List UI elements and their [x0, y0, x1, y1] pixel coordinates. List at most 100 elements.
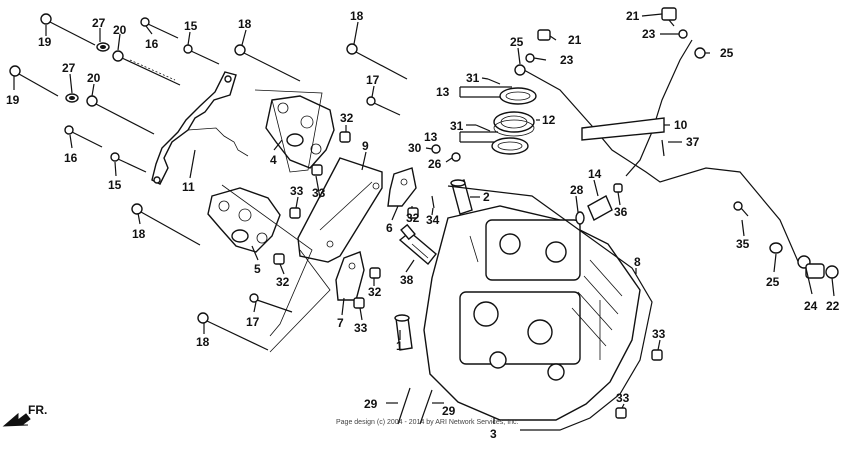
- callout-31-lower: 31: [450, 119, 464, 133]
- spark-plug-38[interactable]: [398, 223, 437, 266]
- callout-33-e: 33: [616, 391, 630, 405]
- holder-6[interactable]: [387, 167, 417, 207]
- bolt-16-lower[interactable]: [64, 125, 103, 148]
- valve-guide-2[interactable]: [450, 179, 473, 215]
- callout-35: 35: [736, 237, 750, 251]
- bolt-19-lower[interactable]: [9, 65, 59, 97]
- bolt-18-left[interactable]: [131, 203, 201, 246]
- callout-32-c: 32: [368, 285, 382, 299]
- bolt-21-upper[interactable]: [537, 29, 551, 41]
- dowel-pin-33-c[interactable]: [353, 297, 365, 309]
- dowel-pin-32-d[interactable]: [407, 207, 419, 219]
- washer-25-a[interactable]: [694, 47, 706, 59]
- callout-32-a: 32: [340, 111, 354, 125]
- dowel-pin-33-e[interactable]: [615, 407, 627, 419]
- bolt-21-top[interactable]: [661, 7, 677, 27]
- bolt-15-lower[interactable]: [110, 152, 147, 173]
- dowel-pin-33-b[interactable]: [289, 207, 301, 219]
- stud-bolt-29-a[interactable]: [397, 387, 411, 425]
- callout-19-lower: 19: [6, 93, 20, 107]
- washer-27-lower[interactable]: [65, 93, 79, 103]
- callout-27-lower: 27: [62, 61, 76, 75]
- callout-2: 2: [483, 190, 490, 204]
- dowel-pin-32-c[interactable]: [369, 267, 381, 279]
- dowel-pin-32-a[interactable]: [339, 131, 351, 143]
- callout-38: 38: [400, 273, 414, 287]
- washer-25-b[interactable]: [514, 64, 526, 76]
- callout-30: 30: [408, 141, 422, 155]
- bolt-37[interactable]: [661, 139, 665, 157]
- callout-28: 28: [570, 183, 584, 197]
- bolt-16-upper[interactable]: [140, 17, 179, 39]
- dowel-pin-33-a[interactable]: [311, 164, 323, 176]
- bolt-18-upper[interactable]: [234, 44, 301, 82]
- washer-23-b[interactable]: [525, 53, 535, 63]
- stud-bolt-29-b[interactable]: [419, 389, 433, 425]
- oil-pipe-10[interactable]: [523, 39, 817, 273]
- clamp-13-lower[interactable]: [491, 137, 529, 155]
- dowel-pin-32-b[interactable]: [273, 253, 285, 265]
- bolt-31-upper[interactable]: [487, 78, 501, 85]
- bolt-17-upper[interactable]: [366, 96, 401, 116]
- callout-21-top: 21: [626, 9, 640, 23]
- callout-31-upper: 31: [466, 71, 480, 85]
- washer-27-upper[interactable]: [96, 42, 110, 52]
- bolt-15-upper[interactable]: [183, 44, 220, 65]
- callout-29-b: 29: [442, 404, 456, 418]
- gasket-8[interactable]: [447, 185, 653, 431]
- callout-6: 6: [386, 221, 393, 235]
- bolt-36[interactable]: [613, 183, 623, 193]
- bolt-35[interactable]: [733, 201, 749, 217]
- bolt-20-upper[interactable]: [112, 50, 181, 86]
- callout-20-upper: 20: [113, 23, 127, 37]
- pin-34[interactable]: [431, 195, 435, 209]
- bolt-31-lower[interactable]: [475, 124, 491, 132]
- callout-23-top: 23: [642, 27, 656, 41]
- callout-15-lower: 15: [108, 178, 122, 192]
- washer-26[interactable]: [451, 152, 461, 162]
- rocker-holder-5[interactable]: [207, 187, 281, 253]
- callout-32-b: 32: [276, 275, 290, 289]
- o-ring-28[interactable]: [575, 211, 585, 225]
- callout-11: 11: [182, 180, 195, 194]
- dowel-pin-33-d[interactable]: [651, 349, 663, 361]
- cylinder-head-3[interactable]: [423, 205, 641, 421]
- callout-13-upper: 13: [436, 85, 450, 99]
- leader-lines: [13, 13, 835, 424]
- footer-copyright: Page design (c) 2004 - 2014 by ARI Netwo…: [336, 419, 519, 426]
- callout-21-upper: 21: [568, 33, 582, 47]
- callout-10: 10: [674, 118, 688, 132]
- bracket-11[interactable]: [151, 71, 249, 185]
- callout-17-upper: 17: [366, 73, 380, 87]
- valve-guide-1[interactable]: [394, 314, 413, 351]
- callout-27-upper: 27: [92, 16, 106, 30]
- callout-34: 34: [426, 213, 440, 227]
- callout-32-d: 32: [406, 211, 420, 225]
- callout-3: 3: [490, 427, 497, 441]
- bolt-18-bottom[interactable]: [197, 312, 269, 351]
- front-direction-indicator: FR.: [2, 403, 47, 427]
- callout-37: 37: [686, 135, 700, 149]
- washer-23-a[interactable]: [678, 29, 688, 39]
- washer-25-c[interactable]: [769, 242, 783, 254]
- callout-13-lower: 13: [424, 130, 438, 144]
- callout-15-upper: 15: [184, 19, 198, 33]
- clamp-13-upper[interactable]: [499, 87, 537, 105]
- callout-36: 36: [614, 205, 628, 219]
- assembly-outlines: [221, 89, 331, 353]
- bolt-20-lower[interactable]: [86, 95, 155, 135]
- camshaft-holder-9[interactable]: [297, 157, 383, 263]
- bolt-19-upper[interactable]: [40, 13, 96, 46]
- callout-17-lower: 17: [246, 315, 260, 329]
- callout-26: 26: [428, 157, 442, 171]
- rocker-holder-4[interactable]: [265, 95, 335, 169]
- holder-7[interactable]: [335, 251, 365, 301]
- joint-end[interactable]: [805, 263, 825, 279]
- callout-9: 9: [362, 139, 369, 153]
- washer-22[interactable]: [825, 265, 839, 279]
- callout-22: 22: [826, 299, 840, 313]
- nut-30[interactable]: [431, 144, 441, 154]
- insulator-12[interactable]: [493, 111, 535, 137]
- bolt-18-center[interactable]: [346, 43, 408, 80]
- joint-14[interactable]: [587, 195, 613, 221]
